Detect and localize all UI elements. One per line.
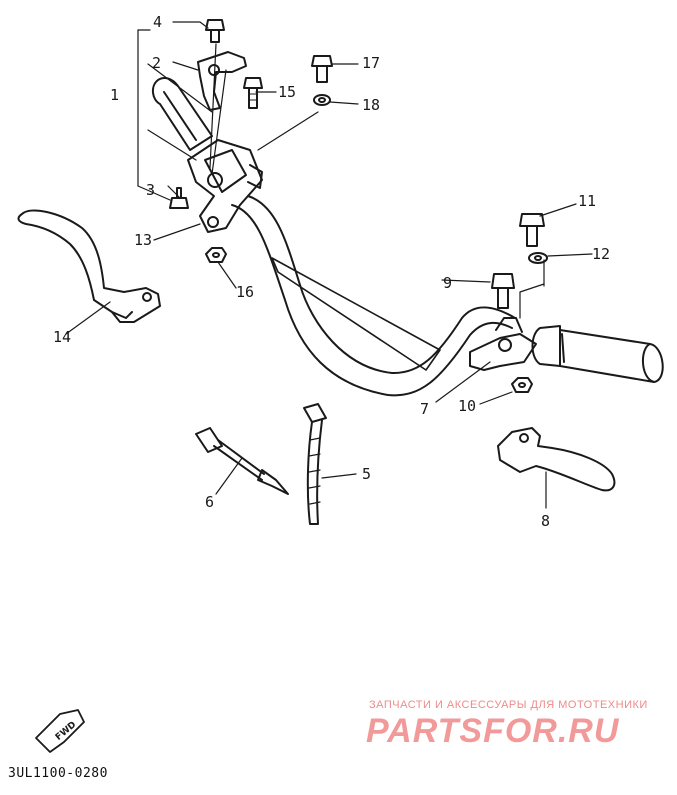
callout-10: 10: [458, 397, 476, 415]
bolt-9: [491, 273, 515, 309]
callout-13: 13: [134, 231, 152, 249]
callout-9: 9: [443, 274, 452, 292]
left-lever-holder: [187, 139, 263, 233]
washer-12: [528, 252, 548, 264]
bolt-17: [311, 55, 333, 83]
washer-18: [313, 94, 331, 106]
callout-15: 15: [278, 83, 296, 101]
callout-2: 2: [152, 54, 161, 72]
nut-10: [511, 377, 533, 393]
diagram-code: 3UL1100-0280: [8, 766, 108, 781]
brake-lever-8: [497, 427, 616, 492]
callout-5: 5: [362, 465, 371, 483]
callout-8: 8: [541, 512, 550, 530]
callout-3: 3: [146, 181, 155, 199]
clutch-lever-14: [17, 209, 161, 323]
bolt-11: [519, 213, 545, 247]
cable-tie-5: [303, 403, 327, 525]
callout-1: 1: [110, 86, 119, 104]
right-lever-holder: [469, 317, 537, 371]
callout-18: 18: [362, 96, 380, 114]
cable-6: [195, 427, 289, 495]
nut-16: [205, 247, 227, 263]
callout-6: 6: [205, 493, 214, 511]
callout-12: 12: [592, 245, 610, 263]
callout-7: 7: [420, 400, 429, 418]
fwd-arrow-icon: [35, 709, 85, 753]
callout-14: 14: [53, 328, 71, 346]
watermark-subtitle: ЗАПЧАСТИ И АКСЕССУАРЫ ДЛЯ МОТОТЕХНИКИ: [369, 699, 648, 711]
callout-17: 17: [362, 54, 380, 72]
bolt-15: [243, 77, 263, 109]
leader-lines: [65, 21, 593, 509]
watermark-brand: PARTSFOR.RU: [366, 712, 620, 750]
callout-4: 4: [153, 13, 162, 31]
right-grip: [531, 325, 664, 383]
handlebar: [231, 195, 516, 397]
callout-11: 11: [578, 192, 596, 210]
callout-16: 16: [236, 283, 254, 301]
left-grip: [152, 77, 213, 151]
bolt-4: [205, 19, 225, 43]
